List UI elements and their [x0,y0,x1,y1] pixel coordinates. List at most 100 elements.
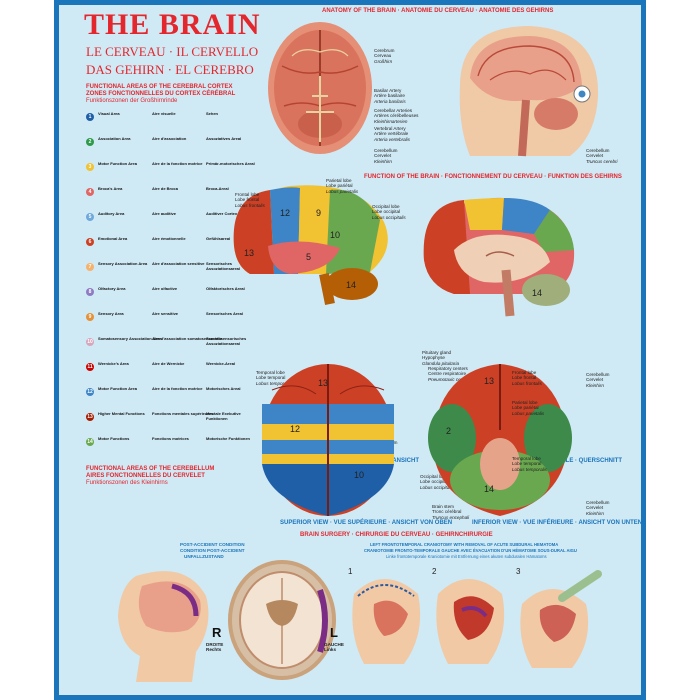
legend-number-badge: 10 [86,338,94,346]
legend-label-de: Sehen [206,111,219,116]
legend-row: 2 Association Area Aire d'association Assoz… [86,136,262,153]
legend-label-fr: Aire d'association sensitive [152,261,205,266]
svg-text:12: 12 [280,208,290,218]
legend-number-badge: 6 [86,238,94,246]
legend-label-en: Visual Area [98,111,120,116]
cerebellum-heading-1: FUNCTIONAL AREAS OF THE CEREBELLUM [86,466,215,472]
legend-number-badge: 4 [86,188,94,196]
legend-label-de: Sensorisches Assoziationsareal [206,261,241,271]
brain-sagittal-view-illustration: 14 [423,197,575,317]
poster-title: THE BRAIN [84,8,261,41]
poster-subtitle-1: LE CERVEAU · IL CERVELLO [86,44,259,59]
svg-text:3: 3 [516,567,521,576]
cortex-heading-2: ZONES FONCTIONNELLES DU CORTEX CÉRÉBRAL [86,91,236,97]
svg-text:14: 14 [346,280,356,290]
legend-number-badge: 1 [86,113,94,121]
legend-label-de: Broca-Areal [206,186,229,191]
legend-label-de: Gefühlsareal [206,236,231,241]
legend-label-de: Wernicke-Areal [206,361,236,366]
label-left-side: L [330,625,338,640]
legend-number-badge: 8 [86,288,94,296]
surgery-step-3-illustration: 3 [516,567,602,668]
legend-number-badge: 7 [86,263,94,271]
superior-view-caption: SUPERIOR VIEW · VUE SUPÉRIEURE · ANSICHT… [280,520,453,526]
poster-border [54,0,646,700]
function-heading: FUNCTION OF THE BRAIN · FONCTIONNEMENT D… [364,174,622,180]
legend-label-fr: Aire auditive [152,211,177,216]
legend-label-fr: Aire de la fonction motrice [152,161,203,166]
legend-label-de: Mentale Exekutive Funktionen [206,411,241,421]
svg-text:13: 13 [318,378,328,388]
legend-number-badge: 11 [86,363,94,371]
craniotomy-heading-1: LEFT FRONTOTEMPORAL CRANIOTOMY WITH REMO… [370,542,559,547]
craniotomy-heading-2: CRANIOTOMIE FRONTO-TEMPORALE GAUCHE AVEC… [364,548,577,553]
post-accident-heading-1: POST-ACCIDENT CONDITION [180,542,245,547]
svg-text:5: 5 [306,252,311,262]
legend-number-badge: 9 [86,313,94,321]
legend-number-badge: 3 [86,163,94,171]
legend-label-en: Olfactory Area [98,286,126,291]
legend-label-en: Motor Function Area [98,386,137,391]
legend-row: 8 Olfactory Area Aire olfactive Olfaktorisc… [86,286,262,303]
svg-text:2: 2 [432,567,437,576]
legend-label-de: Olfaktorisches Areal [206,286,245,291]
anatomy-heading: ANATOMY OF THE BRAIN · ANATOMIE DU CERVE… [322,8,554,14]
head-sagittal-anatomy-illustration [459,26,599,157]
svg-text:13: 13 [484,376,494,386]
legend-number-badge: 14 [86,438,94,446]
legend-label-fr: Aire olfactive [152,286,178,291]
svg-text:14: 14 [484,484,494,494]
legend-label-de: Motorisches Areal [206,386,241,391]
legend-label-en: Wernicke's Area [98,361,129,366]
svg-text:10: 10 [330,230,340,240]
legend-label-de: Assoziatives Areal [206,136,242,141]
legend-number-badge: 13 [86,413,94,421]
legend-label-fr: Aire émotionnelle [152,236,186,241]
svg-text:14: 14 [532,288,542,298]
legend-label-de: Somatosensorisches Assoziationsareal [206,336,247,346]
brain-axial-section-illustration [228,560,336,680]
cerebellum-heading-3: Funktionszonen des Kleinhirns [86,480,168,486]
cortex-heading-1: FUNCTIONAL AREAS OF THE CEREBRAL CORTEX [86,84,233,90]
legend-label-fr: Aire sensitive [152,311,179,316]
legend-label-en: Motor Function Area [98,161,137,166]
legend-number-badge: 5 [86,213,94,221]
legend-label-de: Motorische Funktionen [206,436,250,441]
svg-text:1: 1 [348,567,353,576]
surgery-heading: BRAIN SURGERY · CHIRURGIE DU CERVEAU · G… [300,532,493,538]
inferior-view-caption: INFERIOR VIEW · VUE INFÉRIEURE · ANSICHT… [472,520,643,526]
legend-label-en: Association Area [98,136,131,141]
post-accident-heading-3: UNFALLZUSTAND [184,554,224,559]
brain-inferior-view-illustration: 13 2 14 [428,364,572,516]
legend-label-fr: Aire visuelle [152,111,176,116]
craniotomy-heading-3: Linke frontotemporale Kraniotomie mit En… [386,554,547,559]
legend-label-fr: Aire d'association [152,136,187,141]
svg-text:2: 2 [446,426,451,436]
legend-row: 1 Visual Area Aire visuelle Sehen [86,111,262,128]
legend-number-badge: 2 [86,138,94,146]
cerebellum-heading-2: AIRES FONCTIONNELLES DU CERVELET [86,473,205,479]
legend-label-en: Somatosensory Association Area [98,336,162,341]
post-accident-heading-2: CONDITION POST-ACCIDENT [180,548,245,553]
legend-number-badge: 12 [86,388,94,396]
legend-row: 3 Motor Function Area Aire de la fonction … [86,161,262,178]
